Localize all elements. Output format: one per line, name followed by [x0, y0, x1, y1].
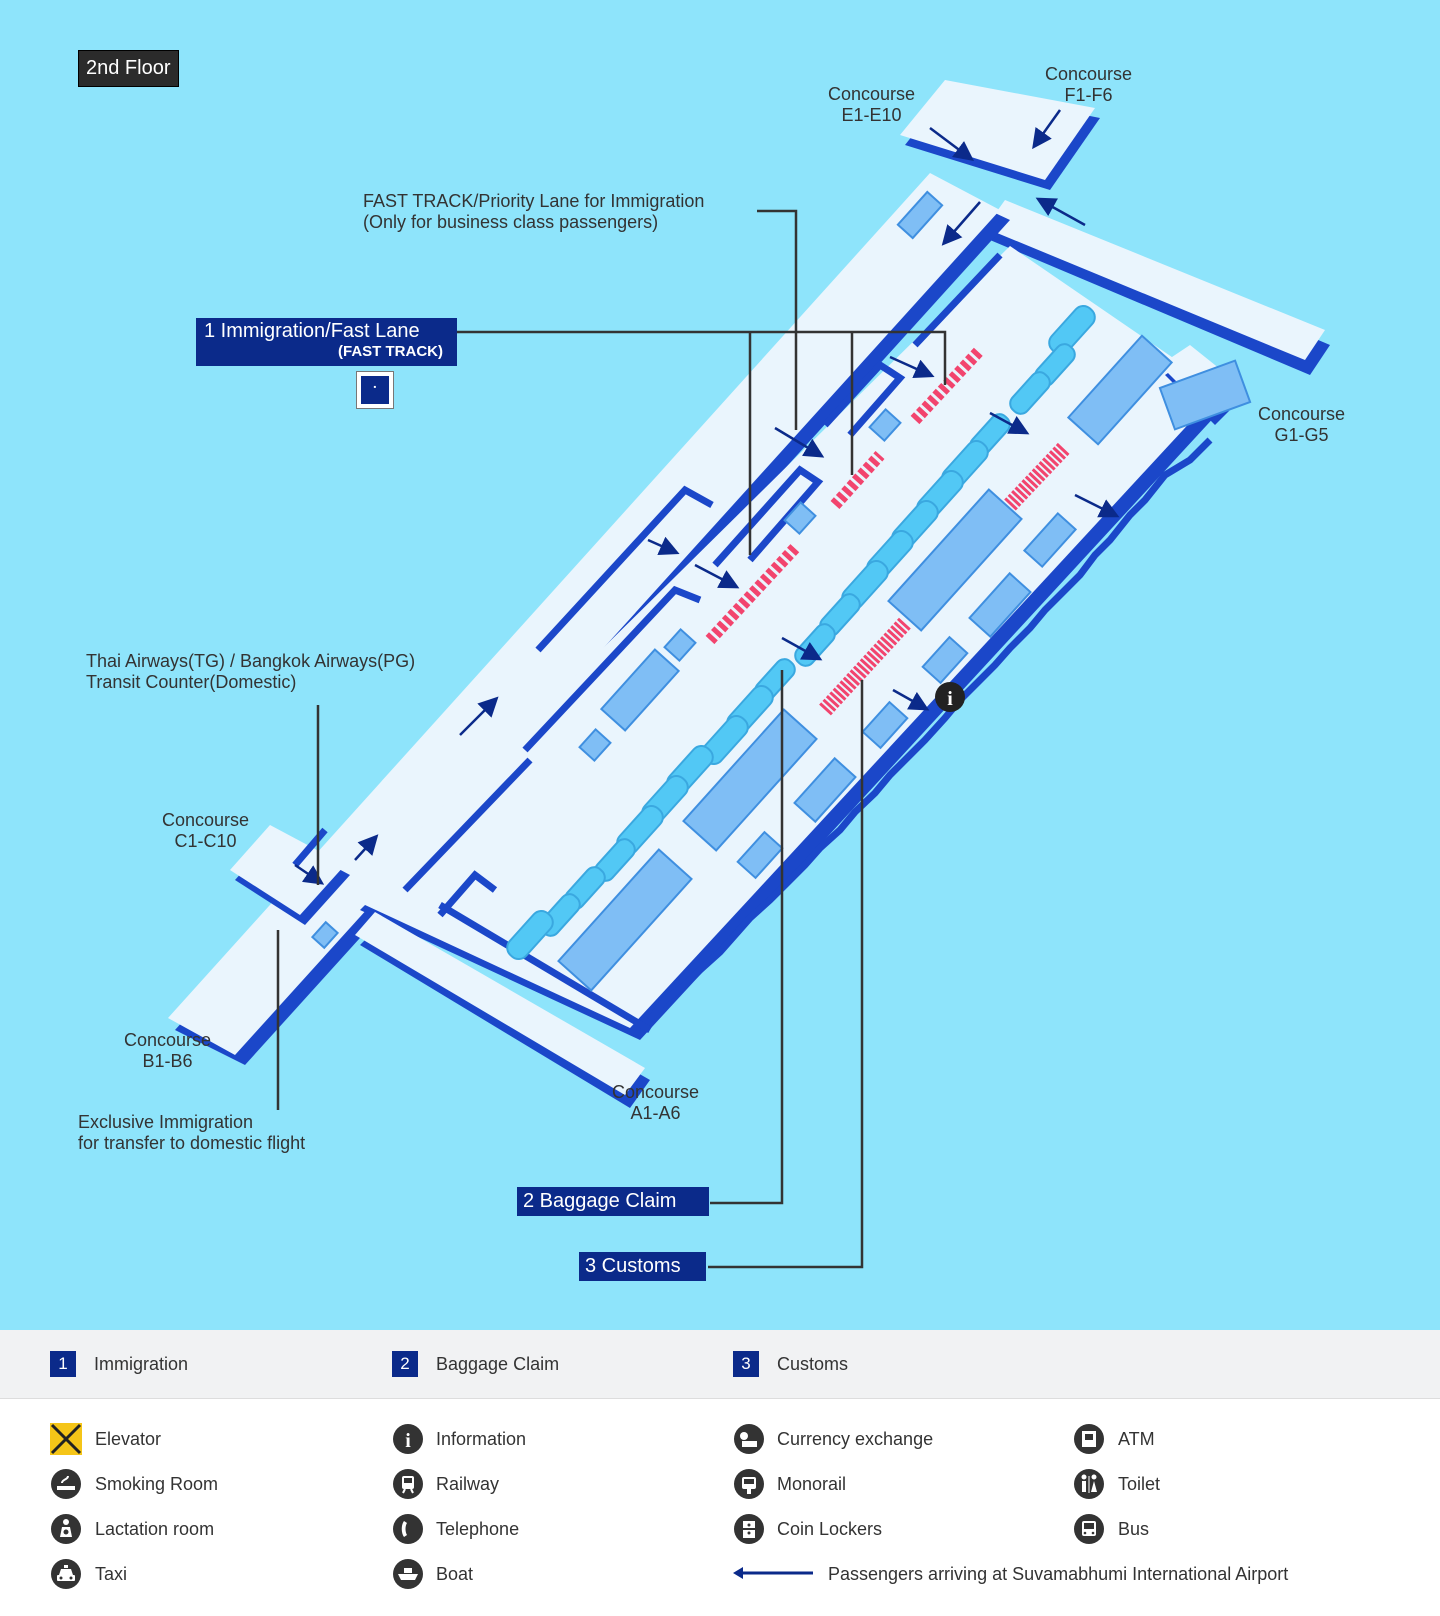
legend-label-atm: ATM — [1118, 1429, 1155, 1449]
telephone-icon — [393, 1514, 423, 1544]
svg-text:i: i — [947, 688, 953, 710]
legend-label-currency-exchange: Currency exchange — [777, 1429, 934, 1449]
legend-label-arrival-passengers: Passengers arriving at Suvamabhumi Inter… — [828, 1564, 1289, 1584]
railway-icon — [393, 1469, 423, 1499]
immigration-callout-title: 1 Immigration/Fast Lane — [204, 320, 420, 342]
legend-numbered: 1 Immigration 2 Baggage Claim 3 Customs — [0, 1330, 1440, 1399]
immigration-callout-subtitle: (FAST TRACK) — [338, 343, 443, 360]
legend-label-lactation-room: Lactation room — [95, 1519, 215, 1539]
transit-counter-note: Thai Airways(TG) / Bangkok Airways(PG)Tr… — [86, 651, 416, 692]
leader-lines — [276, 209, 947, 1269]
legend-label-coin-lockers: Coin Lockers — [777, 1519, 883, 1539]
legend-num-1: 1 — [50, 1351, 76, 1377]
customs-callout: 3 Customs — [579, 1252, 706, 1281]
legend-label-railway: Railway — [436, 1474, 500, 1494]
fast-track-note: FAST TRACK/Priority Lane for Immigration… — [363, 191, 705, 232]
legend-label-baggage-claim: Baggage Claim — [436, 1354, 560, 1374]
immigration-callout: 1 Immigration/Fast Lane (FAST TRACK) — [196, 318, 457, 366]
map-info-marker[interactable]: i — [935, 682, 965, 712]
legend-icons: Elevator i Information Currency exchange… — [0, 1399, 1440, 1616]
lactation-room-icon — [51, 1514, 81, 1544]
legend-label-customs: Customs — [777, 1354, 849, 1374]
legend-label-toilet: Toilet — [1118, 1474, 1161, 1494]
boat-icon — [393, 1559, 423, 1589]
floor-plan: i — [168, 80, 1330, 1269]
baggage-claim-callout: 2 Baggage Claim — [517, 1187, 709, 1216]
toilet-icon — [1074, 1469, 1104, 1499]
interior-walls — [292, 252, 1003, 1034]
coin-lockers-icon — [734, 1514, 764, 1544]
monorail-icon — [734, 1469, 764, 1499]
info-icon: i — [393, 1424, 423, 1454]
atm-icon — [1074, 1424, 1104, 1454]
legend-num-3: 3 — [733, 1351, 759, 1377]
arrival-arrows — [294, 109, 1120, 885]
legend-label-elevator: Elevator — [95, 1429, 162, 1449]
legend-label-immigration: Immigration — [94, 1354, 189, 1374]
floor-label: 2nd Floor — [78, 50, 179, 87]
currency-exchange-icon — [734, 1424, 764, 1454]
legend-label-smoking-room: Smoking Room — [95, 1474, 219, 1494]
arrival-arrow-icon — [733, 1567, 813, 1579]
business-class-icon: ■ — [356, 371, 394, 409]
svg-text:i: i — [405, 1430, 411, 1452]
baggage-carousels — [506, 304, 1096, 961]
taxi-icon — [51, 1559, 81, 1589]
counters — [310, 190, 1252, 992]
elevator-icon — [50, 1423, 82, 1455]
hall-right-edge — [647, 437, 1213, 1023]
legend-label-boat: Boat — [436, 1564, 474, 1584]
gate-rows — [705, 345, 1071, 716]
bus-icon — [1074, 1514, 1104, 1544]
legend-label-taxi: Taxi — [95, 1564, 128, 1584]
legend-label-telephone: Telephone — [436, 1519, 520, 1539]
legend-label-monorail: Monorail — [777, 1474, 847, 1494]
smoking-room-icon — [51, 1469, 81, 1499]
legend-label-information: Information — [436, 1429, 527, 1449]
legend-num-2: 2 — [392, 1351, 418, 1377]
legend-label-bus: Bus — [1118, 1519, 1150, 1539]
